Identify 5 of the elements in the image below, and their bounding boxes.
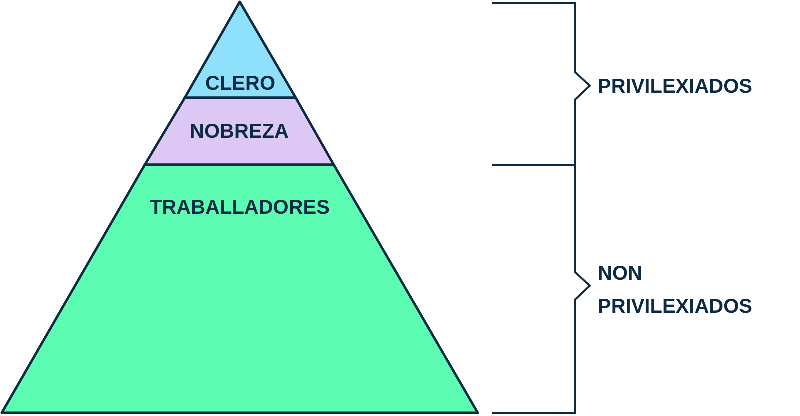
bracket-label: PRIVILEXIADOS <box>598 75 754 100</box>
layer-label: CLERO <box>204 72 276 96</box>
layer-label: NOBREZA <box>189 120 290 144</box>
layer-label: TRABALLADORES <box>149 196 331 220</box>
bracket-label: NON PRIVILEXIADOS <box>598 262 754 320</box>
